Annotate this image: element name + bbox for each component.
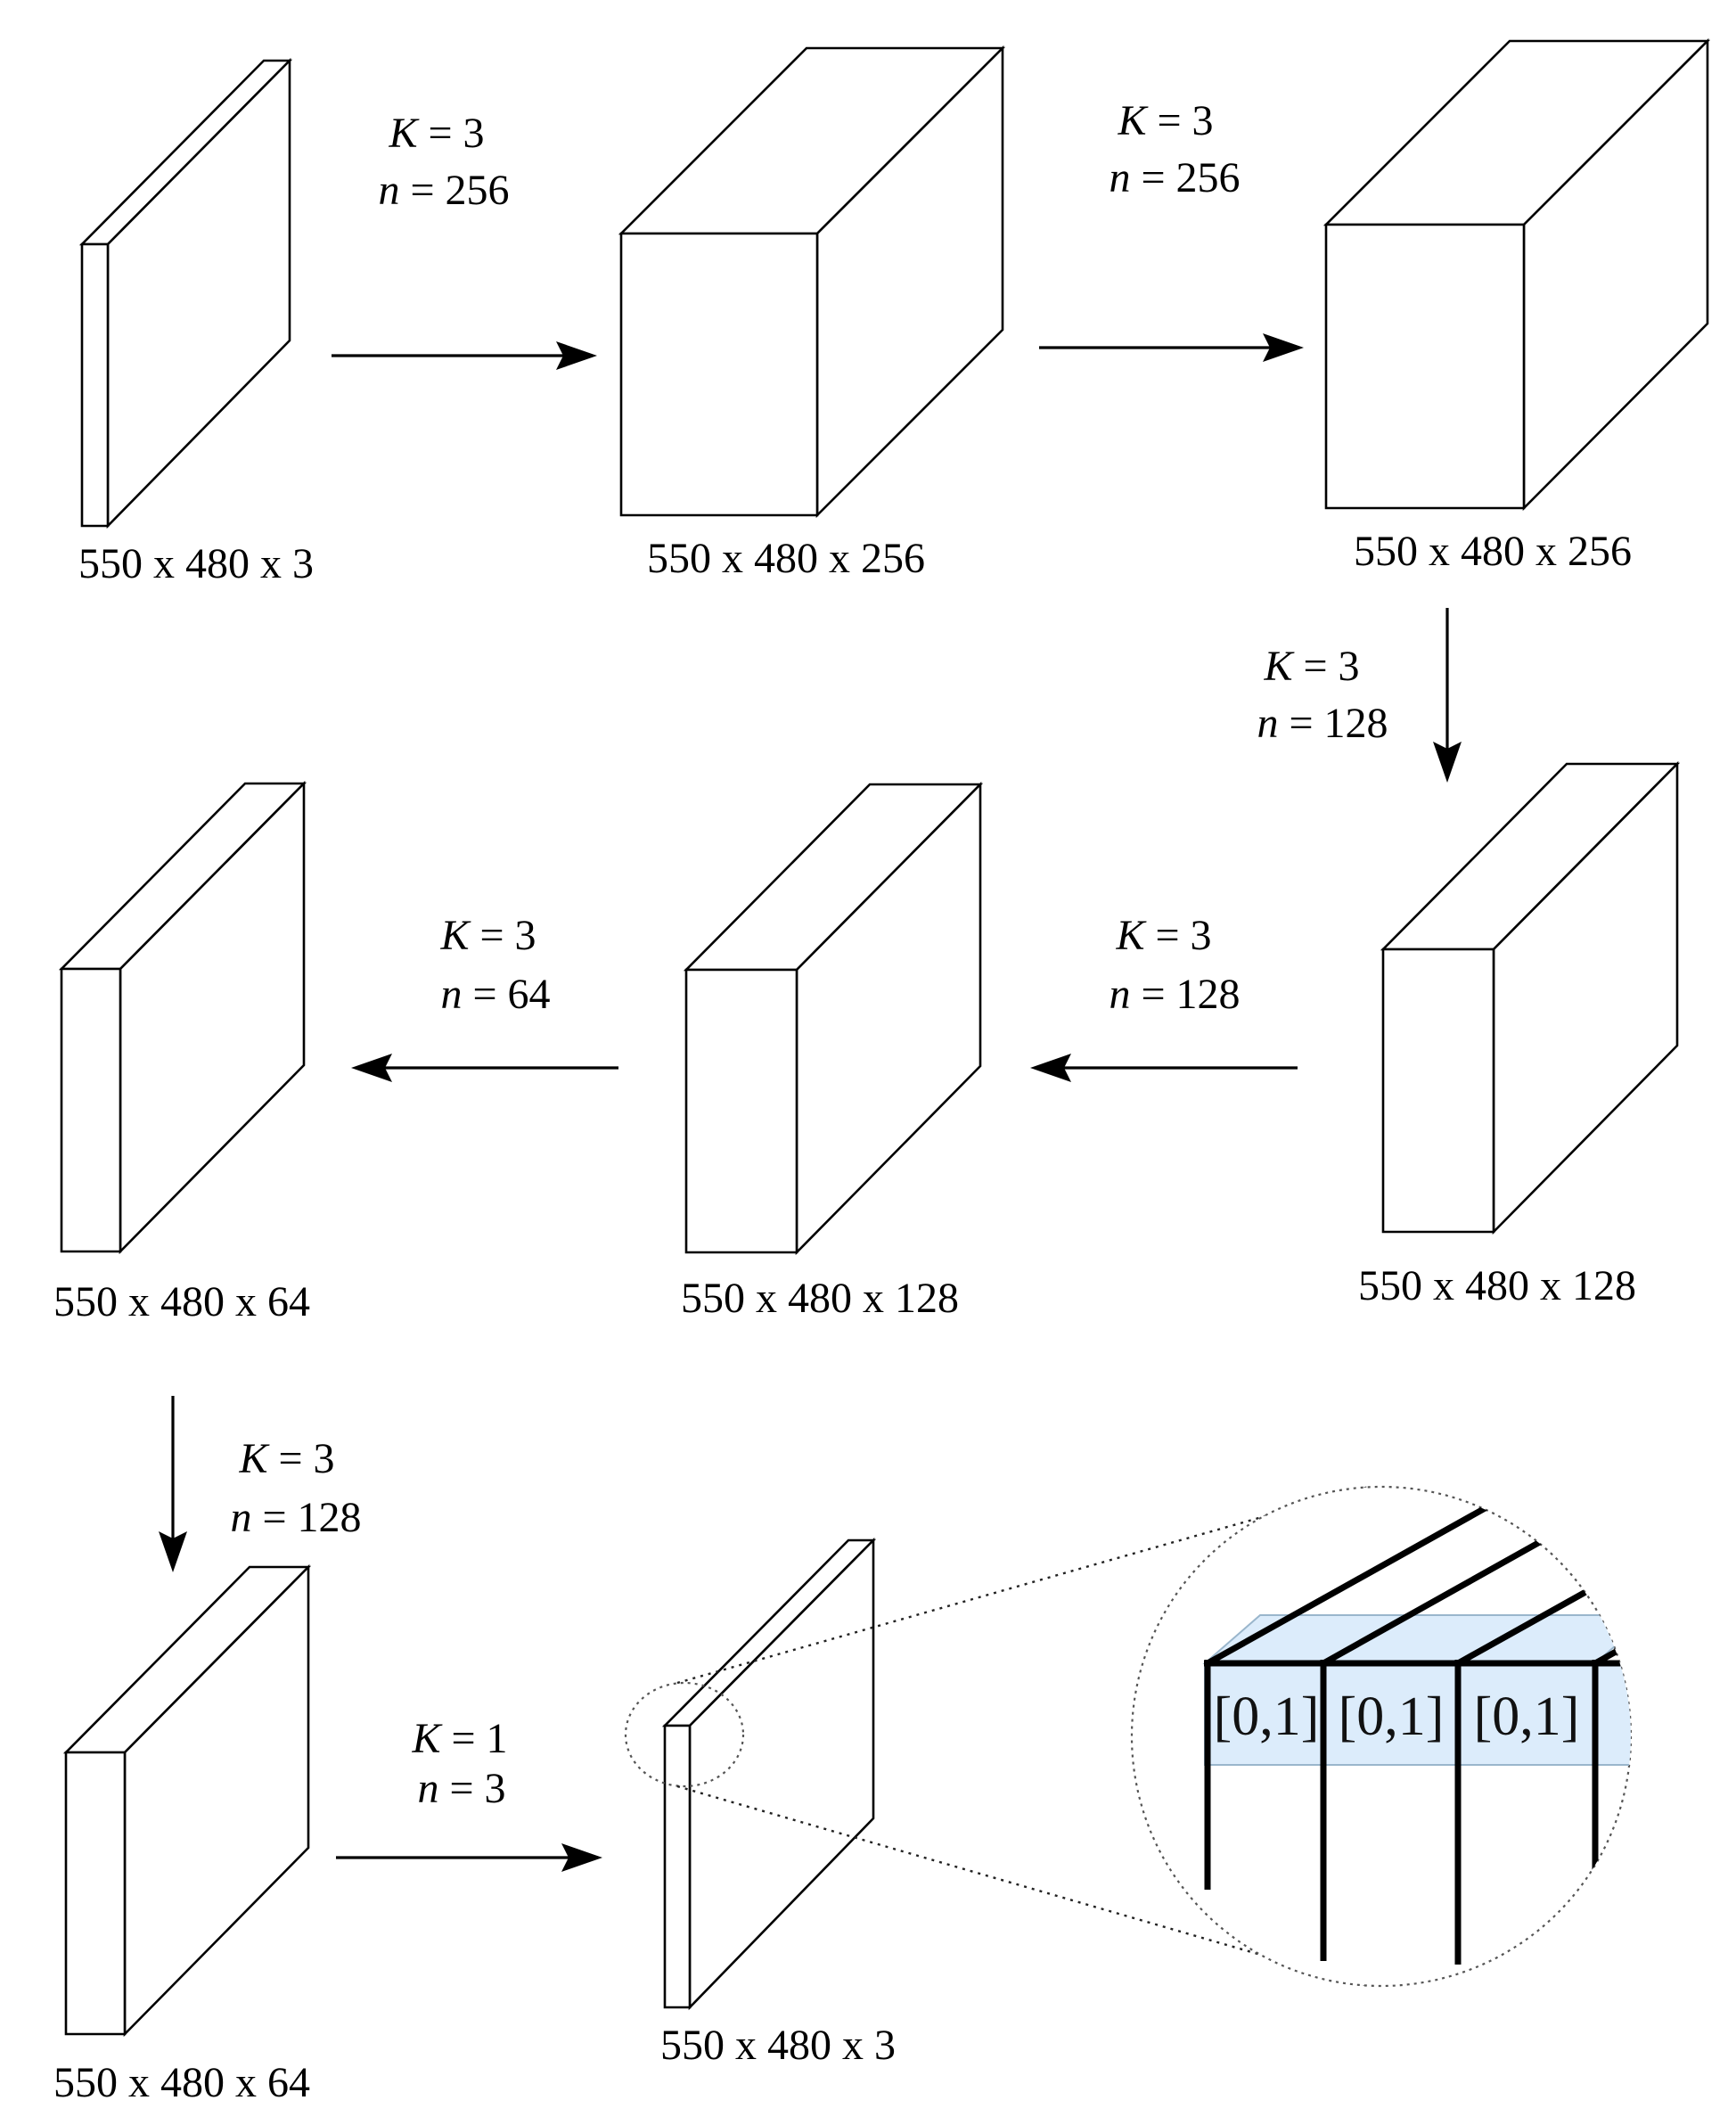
zoom-detail: [0,1] [0,1] [0,1] [1130, 1485, 1633, 1988]
block-conv2 [1322, 37, 1711, 512]
arrow-conv5-to-conv6 [159, 1396, 187, 1572]
block-conv6 [62, 1563, 312, 2038]
block-conv3 [1380, 760, 1681, 1235]
block-conv6-dims: 550 x 480 x 64 [53, 2059, 310, 2106]
params-7-filters: n = 3 [417, 1765, 505, 1812]
params-3-filters: n = 128 [1257, 700, 1388, 747]
zoom-band-face [1204, 1662, 1631, 1766]
arrow-conv1-to-conv2 [1039, 333, 1304, 362]
zoom-source-circle [624, 1681, 745, 1788]
zoom-cell-1: [0,1] [1214, 1686, 1320, 1747]
block-output-dims: 550 x 480 x 3 [660, 2022, 896, 2069]
arrow-conv2-to-conv3 [1433, 608, 1462, 783]
params-3-kernel: K = 3 [1263, 643, 1359, 690]
zoom-band-top [1202, 1614, 1631, 1664]
block-input [78, 57, 293, 529]
params-1-kernel: K = 3 [388, 110, 484, 157]
zoom-cell-2: [0,1] [1339, 1686, 1445, 1747]
block-conv4-dims: 550 x 480 x 128 [681, 1275, 959, 1322]
params-7-kernel: K = 1 [411, 1715, 507, 1762]
params-6-filters: n = 128 [230, 1494, 361, 1541]
params-4-filters: n = 128 [1109, 971, 1240, 1018]
arrow-conv3-to-conv4 [1030, 1054, 1298, 1082]
params-2-filters: n = 256 [1109, 154, 1240, 201]
block-input-dims: 550 x 480 x 3 [78, 540, 314, 587]
arrow-conv4-to-conv5 [351, 1054, 618, 1082]
block-output [661, 1537, 877, 2011]
block-conv4 [683, 781, 984, 1256]
block-conv1-dims: 550 x 480 x 256 [647, 535, 925, 582]
params-1-filters: n = 256 [378, 167, 509, 214]
block-conv5 [58, 780, 307, 1255]
params-4-kernel: K = 3 [1115, 912, 1211, 959]
arrow-conv6-to-output [336, 1843, 602, 1872]
block-conv5-dims: 550 x 480 x 64 [53, 1278, 310, 1325]
block-conv1 [618, 45, 1006, 519]
params-5-kernel: K = 3 [439, 912, 536, 959]
block-conv3-dims: 550 x 480 x 128 [1358, 1262, 1636, 1309]
block-conv2-dims: 550 x 480 x 256 [1354, 528, 1632, 575]
params-6-kernel: K = 3 [238, 1435, 334, 1482]
params-5-filters: n = 64 [440, 971, 550, 1018]
zoom-cell-3: [0,1] [1474, 1686, 1580, 1747]
params-2-kernel: K = 3 [1117, 97, 1213, 144]
arrow-input-to-conv1 [332, 341, 597, 370]
